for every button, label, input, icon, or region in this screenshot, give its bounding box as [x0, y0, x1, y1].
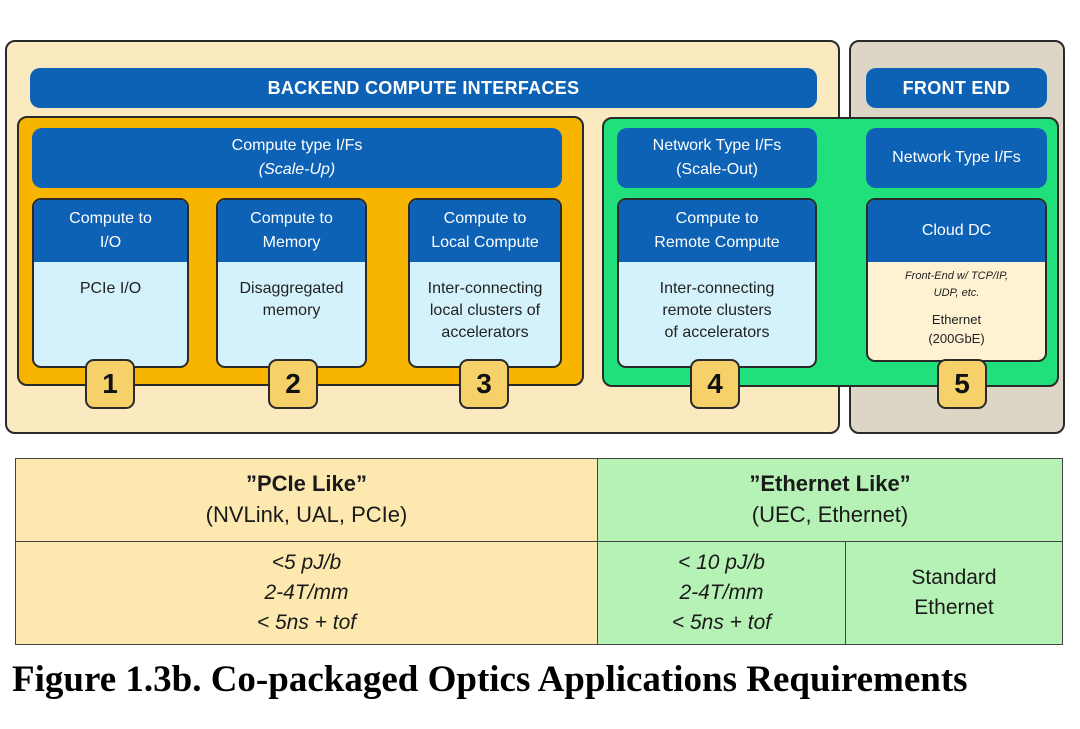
card-title-line: Compute to	[675, 210, 759, 227]
card-compute-to-local-compute: Compute to Local Compute Inter-connectin…	[408, 198, 562, 368]
badge-2: 2	[268, 359, 318, 409]
badge-4: 4	[690, 359, 740, 409]
card-body: Ethernet (200GbE)	[868, 302, 1045, 348]
pcie-like-title: ”PCIe Like”	[245, 471, 368, 496]
backend-header: BACKEND COMPUTE INTERFACES	[30, 68, 817, 108]
card-body-note: Front-End w/ TCP/IP, UDP, etc.	[868, 262, 1045, 302]
card-title: Compute to I/O	[34, 200, 187, 262]
network-scaleout-subtitle: (Scale-Out)	[676, 161, 758, 178]
card-cloud-dc: Cloud DC Front-End w/ TCP/IP, UDP, etc. …	[866, 198, 1047, 362]
card-body: Inter-connecting remote clusters of acce…	[619, 262, 815, 344]
card-title-line: Compute to	[443, 210, 527, 227]
standard-ethernet-line: Standard	[911, 566, 997, 589]
card-title: Cloud DC	[868, 200, 1045, 262]
backend-header-label: BACKEND COMPUTE INTERFACES	[267, 77, 580, 98]
card-title-line: Compute to	[250, 210, 333, 227]
card-compute-to-remote-compute: Compute to Remote Compute Inter-connecti…	[617, 198, 817, 368]
spec-energy: < 10 pJ/b	[678, 551, 765, 574]
badge-1: 1	[85, 359, 135, 409]
badge-5: 5	[937, 359, 987, 409]
spec-energy: <5 pJ/b	[271, 551, 342, 574]
pcie-like-header: ”PCIe Like” (NVLink, UAL, PCIe)	[15, 458, 598, 542]
card-body: Disaggregated memory	[218, 262, 365, 322]
card-body-note-line: UDP, etc.	[933, 287, 980, 299]
ethernet-like-specs: < 10 pJ/b 2-4T/mm < 5ns + tof	[597, 541, 846, 645]
spec-latency: < 5ns + tof	[671, 611, 772, 634]
card-body: Inter-connecting local clusters of accel…	[410, 262, 560, 344]
card-title-line: I/O	[99, 234, 122, 251]
pcie-like-specs: <5 pJ/b 2-4T/mm < 5ns + tof	[15, 541, 598, 645]
card-compute-to-io: Compute to I/O PCIe I/O	[32, 198, 189, 368]
card-body-line: Inter-connecting	[659, 280, 775, 297]
card-body-line: local clusters of	[429, 302, 541, 319]
figure-caption: Figure 1.3b. Co-packaged Optics Applicat…	[12, 659, 968, 700]
card-body-line: of accelerators	[664, 324, 770, 341]
card-body-line: memory	[262, 302, 321, 319]
badge-number: 5	[954, 368, 970, 399]
card-title-line: Memory	[262, 234, 321, 251]
compute-type-subtitle: (Scale-Up)	[258, 161, 336, 178]
card-body-line: Disaggregated	[239, 280, 344, 297]
card-body: PCIe I/O	[34, 262, 187, 300]
ethernet-like-subtitle: (UEC, Ethernet)	[751, 502, 909, 527]
card-body-line: (200GbE)	[928, 331, 985, 346]
card-body-line: Ethernet	[931, 312, 982, 327]
badge-number: 4	[707, 368, 723, 399]
badge-number: 1	[102, 368, 118, 399]
spec-density: 2-4T/mm	[264, 581, 349, 604]
card-body-line: Inter-connecting	[427, 280, 543, 297]
badge-3: 3	[459, 359, 509, 409]
card-body-line: PCIe I/O	[79, 280, 142, 297]
badge-number: 3	[476, 368, 492, 399]
standard-ethernet-line: Ethernet	[914, 596, 994, 619]
card-title: Compute to Memory	[218, 200, 365, 262]
network-scaleout-title: Network Type I/Fs	[652, 137, 782, 154]
pcie-like-subtitle: (NVLink, UAL, PCIe)	[205, 502, 408, 527]
ethernet-like-title: ”Ethernet Like”	[749, 471, 911, 496]
standard-ethernet-specs: Standard Ethernet	[845, 541, 1063, 645]
card-title-line: Cloud DC	[921, 222, 992, 239]
network-frontend-header: Network Type I/Fs	[866, 128, 1047, 188]
card-body-line: accelerators	[441, 324, 529, 341]
frontend-header: FRONT END	[866, 68, 1047, 108]
compute-type-title: Compute type I/Fs	[231, 137, 363, 154]
card-title-line: Remote Compute	[654, 234, 780, 251]
network-frontend-title: Network Type I/Fs	[892, 149, 1021, 166]
card-title: Compute to Local Compute	[410, 200, 560, 262]
card-compute-to-memory: Compute to Memory Disaggregated memory	[216, 198, 367, 368]
badge-number: 2	[285, 368, 301, 399]
ethernet-like-header: ”Ethernet Like” (UEC, Ethernet)	[597, 458, 1063, 542]
compute-type-header: Compute type I/Fs (Scale-Up)	[32, 128, 562, 188]
card-title-line: Local Compute	[431, 234, 539, 251]
frontend-header-label: FRONT END	[902, 77, 1011, 98]
spec-density: 2-4T/mm	[679, 581, 764, 604]
card-body-note-line: Front-End w/ TCP/IP,	[904, 270, 1009, 282]
card-title-line: Compute to	[69, 210, 152, 227]
spec-latency: < 5ns + tof	[256, 611, 357, 634]
network-scaleout-header: Network Type I/Fs (Scale-Out)	[617, 128, 817, 188]
card-title: Compute to Remote Compute	[619, 200, 815, 262]
card-body-line: remote clusters	[662, 302, 772, 319]
